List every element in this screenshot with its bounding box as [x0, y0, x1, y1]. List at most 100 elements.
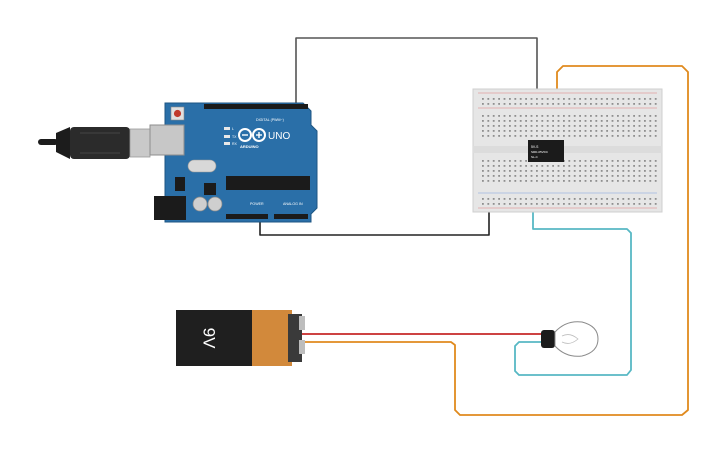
breadboard-hole[interactable] — [482, 180, 484, 182]
breadboard-hole[interactable] — [514, 115, 517, 117]
breadboard-hole[interactable] — [487, 135, 490, 137]
breadboard-hole[interactable] — [622, 115, 625, 117]
breadboard-hole[interactable] — [627, 120, 630, 122]
breadboard-hole[interactable] — [514, 203, 517, 205]
breadboard-hole[interactable] — [649, 130, 652, 132]
breadboard-hole[interactable] — [509, 120, 511, 122]
breadboard-hole[interactable] — [617, 120, 619, 122]
breadboard-hole[interactable] — [654, 165, 657, 167]
breadboard-hole[interactable] — [503, 180, 506, 182]
breadboard-hole[interactable] — [590, 175, 592, 177]
breadboard-hole[interactable] — [644, 170, 646, 172]
breadboard-hole[interactable] — [552, 130, 554, 132]
breadboard-hole[interactable] — [552, 198, 554, 200]
breadboard-hole[interactable] — [536, 135, 538, 137]
breadboard-hole[interactable] — [590, 125, 592, 127]
breadboard-hole[interactable] — [546, 203, 549, 205]
breadboard-hole[interactable] — [563, 203, 565, 205]
breadboard-hole[interactable] — [557, 203, 560, 205]
breadboard-hole[interactable] — [541, 135, 544, 137]
breadboard-hole[interactable] — [498, 203, 500, 205]
breadboard-hole[interactable] — [649, 198, 652, 200]
breadboard-hole[interactable] — [584, 120, 587, 122]
breadboard-hole[interactable] — [622, 165, 625, 167]
breadboard-hole[interactable] — [519, 125, 522, 127]
breadboard-hole[interactable] — [536, 203, 538, 205]
breadboard-hole[interactable] — [622, 130, 625, 132]
breadboard-hole[interactable] — [579, 130, 581, 132]
breadboard-hole[interactable] — [525, 180, 527, 182]
ground-wire[interactable] — [259, 196, 490, 236]
breadboard-hole[interactable] — [584, 125, 587, 127]
breadboard-hole[interactable] — [649, 175, 652, 177]
breadboard-hole[interactable] — [568, 135, 571, 137]
breadboard-hole[interactable] — [563, 130, 565, 132]
breadboard-hole[interactable] — [530, 125, 533, 127]
breadboard-hole[interactable] — [579, 175, 581, 177]
breadboard-hole[interactable] — [525, 120, 527, 122]
breadboard-hole[interactable] — [590, 160, 592, 162]
breadboard-hole[interactable] — [530, 120, 533, 122]
arduino-board[interactable]: L TX RX UNO ARDUINO DIGITAL (PWM~) POWER… — [149, 102, 318, 223]
breadboard-hole[interactable] — [530, 130, 533, 132]
breadboard-hole[interactable] — [536, 175, 538, 177]
breadboard-hole[interactable] — [541, 175, 544, 177]
breadboard-hole[interactable] — [525, 170, 527, 172]
breadboard-hole[interactable] — [617, 165, 619, 167]
breadboard-hole[interactable] — [514, 130, 517, 132]
breadboard-hole[interactable] — [541, 180, 544, 182]
breadboard-hole[interactable] — [606, 165, 608, 167]
breadboard-hole[interactable] — [611, 98, 614, 100]
breadboard-hole[interactable] — [525, 160, 527, 162]
breadboard-hole[interactable] — [644, 160, 646, 162]
breadboard-hole[interactable] — [622, 103, 625, 105]
breadboard-hole[interactable] — [530, 198, 533, 200]
breadboard-hole[interactable] — [525, 198, 527, 200]
breadboard-hole[interactable] — [503, 130, 506, 132]
breadboard-hole[interactable] — [617, 115, 619, 117]
breadboard-hole[interactable] — [552, 180, 554, 182]
breadboard-hole[interactable] — [600, 165, 603, 167]
breadboard-hole[interactable] — [552, 135, 554, 137]
breadboard-hole[interactable] — [546, 130, 549, 132]
breadboard-hole[interactable] — [498, 120, 500, 122]
breadboard-hole[interactable] — [519, 198, 522, 200]
breadboard-hole[interactable] — [638, 175, 641, 177]
breadboard-hole[interactable] — [649, 115, 652, 117]
breadboard-hole[interactable] — [584, 198, 587, 200]
breadboard-hole[interactable] — [633, 120, 635, 122]
breadboard-hole[interactable] — [584, 98, 587, 100]
breadboard-hole[interactable] — [514, 120, 517, 122]
breadboard-hole[interactable] — [487, 175, 490, 177]
breadboard-hole[interactable] — [546, 98, 549, 100]
breadboard-hole[interactable] — [600, 98, 603, 100]
breadboard-hole[interactable] — [606, 175, 608, 177]
breadboard-hole[interactable] — [503, 170, 506, 172]
breadboard-hole[interactable] — [492, 165, 495, 167]
breadboard-hole[interactable] — [482, 165, 484, 167]
breadboard-hole[interactable] — [492, 130, 495, 132]
breadboard-hole[interactable] — [557, 103, 560, 105]
breadboard-hole[interactable] — [519, 130, 522, 132]
breadboard-hole[interactable] — [638, 98, 641, 100]
breadboard-hole[interactable] — [492, 115, 495, 117]
breadboard-hole[interactable] — [541, 125, 544, 127]
breadboard-hole[interactable] — [568, 103, 571, 105]
breadboard-hole[interactable] — [568, 120, 571, 122]
breadboard-hole[interactable] — [492, 120, 495, 122]
breadboard-hole[interactable] — [530, 115, 533, 117]
power-wire[interactable] — [302, 65, 689, 416]
breadboard-hole[interactable] — [482, 203, 484, 205]
breadboard-hole[interactable] — [600, 175, 603, 177]
breadboard-hole[interactable] — [611, 180, 614, 182]
breadboard-hole[interactable] — [638, 170, 641, 172]
breadboard-hole[interactable] — [492, 175, 495, 177]
breadboard-hole[interactable] — [552, 165, 554, 167]
breadboard-hole[interactable] — [541, 98, 544, 100]
breadboard-hole[interactable] — [611, 125, 614, 127]
breadboard-hole[interactable] — [568, 203, 571, 205]
breadboard-hole[interactable] — [487, 170, 490, 172]
breadboard-hole[interactable] — [573, 165, 576, 167]
breadboard-hole[interactable] — [541, 165, 544, 167]
breadboard-hole[interactable] — [519, 175, 522, 177]
